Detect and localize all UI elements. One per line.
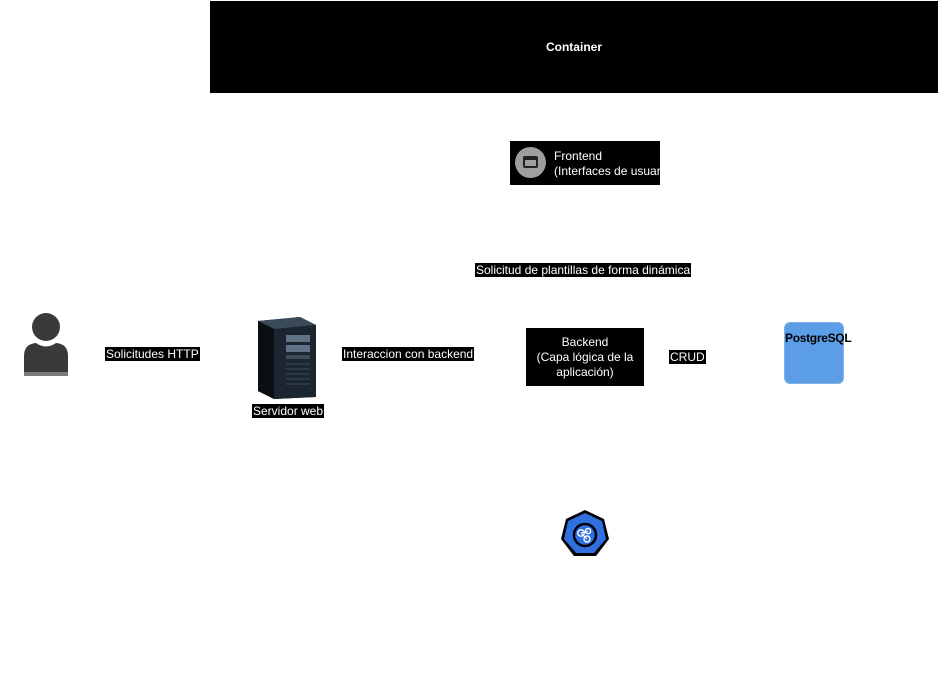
frontend-node: Frontend (Interfaces de usuario) (510, 141, 660, 185)
postgresql-node: PostgreSQL (784, 322, 852, 384)
edge-label-templates: Solicitud de plantillas de forma dinámic… (475, 263, 692, 277)
kubernetes-icon (561, 510, 609, 556)
frontend-label-line1: Frontend (554, 149, 603, 163)
frontend-label-line2: (Interfaces de usuario) (554, 164, 660, 178)
user-icon (24, 313, 68, 376)
browser-window-icon (515, 147, 546, 178)
frontend-label: Frontend (Interfaces de usuario) (554, 149, 660, 179)
edge-label-backend-interaction: Interaccion con backend (342, 347, 475, 361)
backend-node: Backend (Capa lógica de la aplicación) (526, 328, 644, 386)
container-label: Container (545, 40, 602, 54)
server-label: Servidor web (252, 404, 325, 418)
backend-label: Backend (Capa lógica de la aplicación) (536, 334, 634, 379)
edge-label-http: Solicitudes HTTP (105, 347, 200, 361)
server-tower-icon (258, 317, 316, 399)
postgresql-label: PostgreSQL (785, 331, 852, 345)
edge-label-crud: CRUD (669, 350, 706, 364)
container-box: Container (210, 1, 938, 93)
